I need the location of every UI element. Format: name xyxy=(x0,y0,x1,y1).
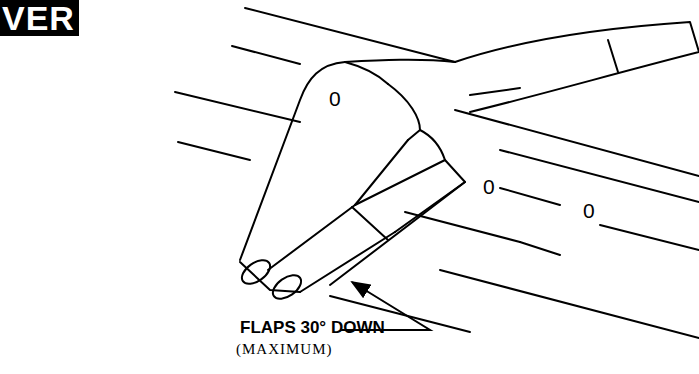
flap-note: (MAXIMUM) xyxy=(236,340,333,358)
flow-marker: 0 xyxy=(482,176,496,198)
flow-marker: 0 xyxy=(328,88,342,110)
flow-marker: 0 xyxy=(582,200,596,222)
section-heading: VER xyxy=(0,0,79,36)
flap-label: FLAPS 30° DOWN xyxy=(240,318,385,338)
